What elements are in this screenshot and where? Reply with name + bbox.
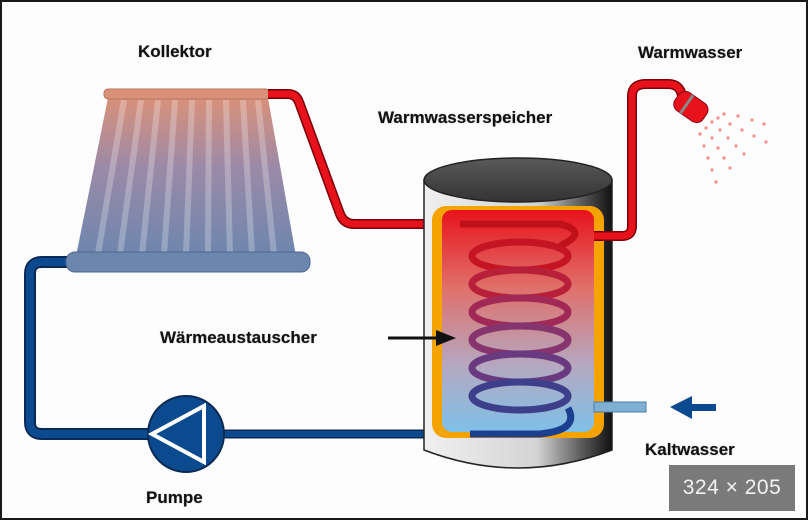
label-warmwasser: Warmwasser [638, 43, 743, 62]
solar-collector [65, 88, 311, 273]
label-kaltwasser: Kaltwasser [645, 440, 735, 459]
cold-return-pipe [24, 256, 560, 440]
heat-exchanger-coil [460, 220, 579, 438]
label-waermeaustauscher: Wärmeaustauscher [160, 328, 317, 347]
hot-supply-pipe [268, 89, 460, 229]
shower-head-icon [673, 90, 768, 184]
heat-exchanger-pointer-arrow [388, 330, 456, 346]
hot-water-outlet-pipe [594, 79, 687, 241]
pump-icon [147, 395, 225, 473]
label-kollektor: Kollektor [138, 42, 212, 61]
cold-water-arrow-icon [670, 396, 716, 419]
cold-water-inlet-pipe [593, 401, 647, 413]
image-dimensions-badge: 324 × 205 [669, 465, 795, 511]
storage-tank [423, 157, 613, 469]
label-pumpe: Pumpe [146, 488, 203, 507]
label-warmwasserspeicher: Warmwasserspeicher [378, 108, 553, 127]
